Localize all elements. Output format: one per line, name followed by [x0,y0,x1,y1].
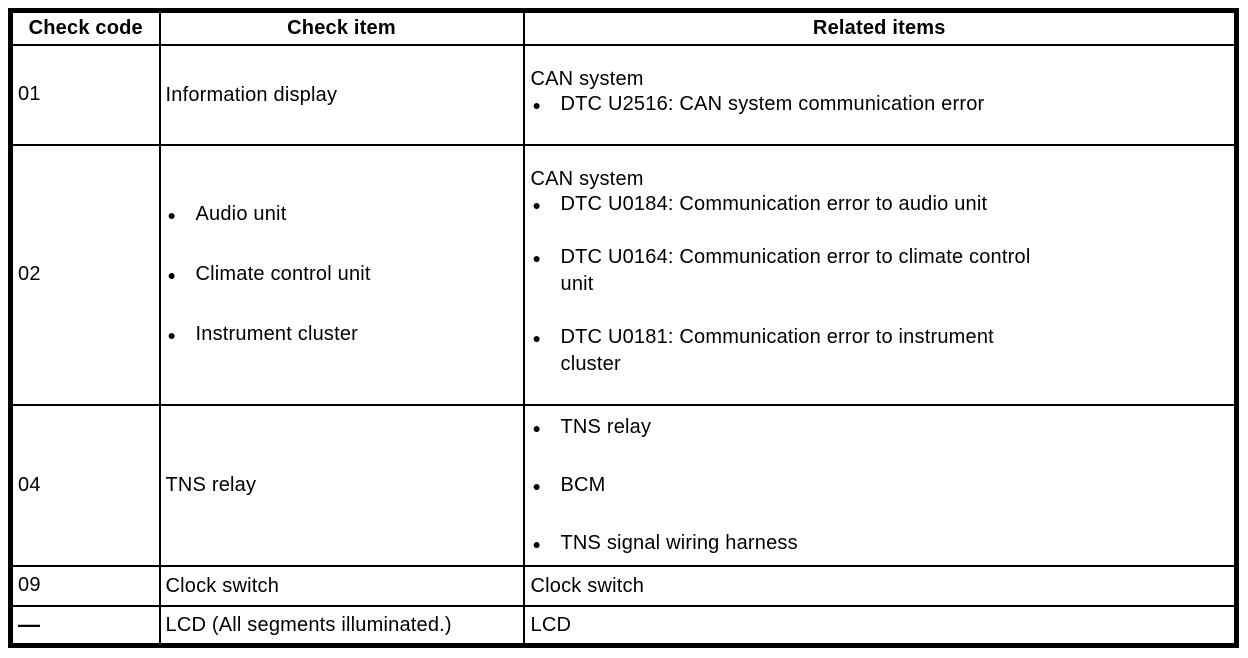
bullet-item: Instrument cluster [166,321,518,349]
column-header-check-code: Check code [9,9,161,46]
dash-placeholder: — [18,611,41,637]
related-items-intro: CAN system [530,68,644,90]
bullet-item: DTC U2516: CAN system communication erro… [531,91,1043,119]
check-code-cell: 02 [9,143,161,406]
related-items-intro: Clock switch [530,574,645,597]
check-item-cell: LCD (All segments illuminated.) [158,604,525,646]
check-item-cell: Audio unit Climate control unit Instrume… [158,143,525,406]
related-items-list: DTC U0184: Communication error to audio … [531,191,1229,378]
table-header-row: Check code Check item Related items [9,9,1238,46]
table-row-01: 01 Information display CAN system DTC U2… [9,43,1238,146]
related-items-cell: CAN system DTC U0184: Communication erro… [522,143,1238,406]
bullet-item: DTC U0184: Communication error to audio … [531,191,1043,219]
bullet-item: Climate control unit [166,261,518,289]
bullet-item: TNS signal wiring harness [531,530,1043,558]
check-item-cell: TNS relay [158,403,525,567]
check-code-cell: — [9,604,161,646]
check-item-cell: Information display [158,43,525,146]
related-items-list: TNS relay BCM TNS signal wiring harness [531,414,1229,558]
bullet-item: BCM [531,472,1043,500]
bullet-item: DTC U0164: Communication error to climat… [531,244,1043,298]
check-code-cell: 04 [9,403,161,567]
bullet-item: Audio unit [166,201,518,229]
table-row-02: 02 Audio unit Climate control unit Instr… [9,143,1238,406]
related-items-cell: CAN system DTC U2516: CAN system communi… [522,43,1238,146]
related-items-intro: LCD [530,613,572,636]
related-items-cell: LCD [522,604,1238,646]
check-code-cell: 01 [9,43,161,146]
column-header-related-items: Related items [522,9,1238,46]
related-items-cell: TNS relay BCM TNS signal wiring harness [522,403,1238,567]
bullet-item: TNS relay [531,414,1043,442]
diagnostic-check-code-table: Check code Check item Related items 01 I… [8,8,1239,648]
related-items-cell: Clock switch [522,564,1238,607]
table-row-04: 04 TNS relay TNS relay BCM TNS signal wi… [9,403,1238,567]
check-item-list: Audio unit Climate control unit Instrume… [166,201,518,349]
check-code-cell: 09 [9,564,161,607]
column-header-check-item: Check item [158,9,525,46]
check-item-cell: Clock switch [158,564,525,607]
table-row-09: 09 Clock switch Clock switch [9,564,1238,607]
related-items-list: DTC U2516: CAN system communication erro… [531,91,1229,119]
table-row-lcd: — LCD (All segments illuminated.) LCD [9,604,1238,646]
bullet-item: DTC U0181: Communication error to instru… [531,324,1043,378]
related-items-intro: CAN system [530,168,644,190]
